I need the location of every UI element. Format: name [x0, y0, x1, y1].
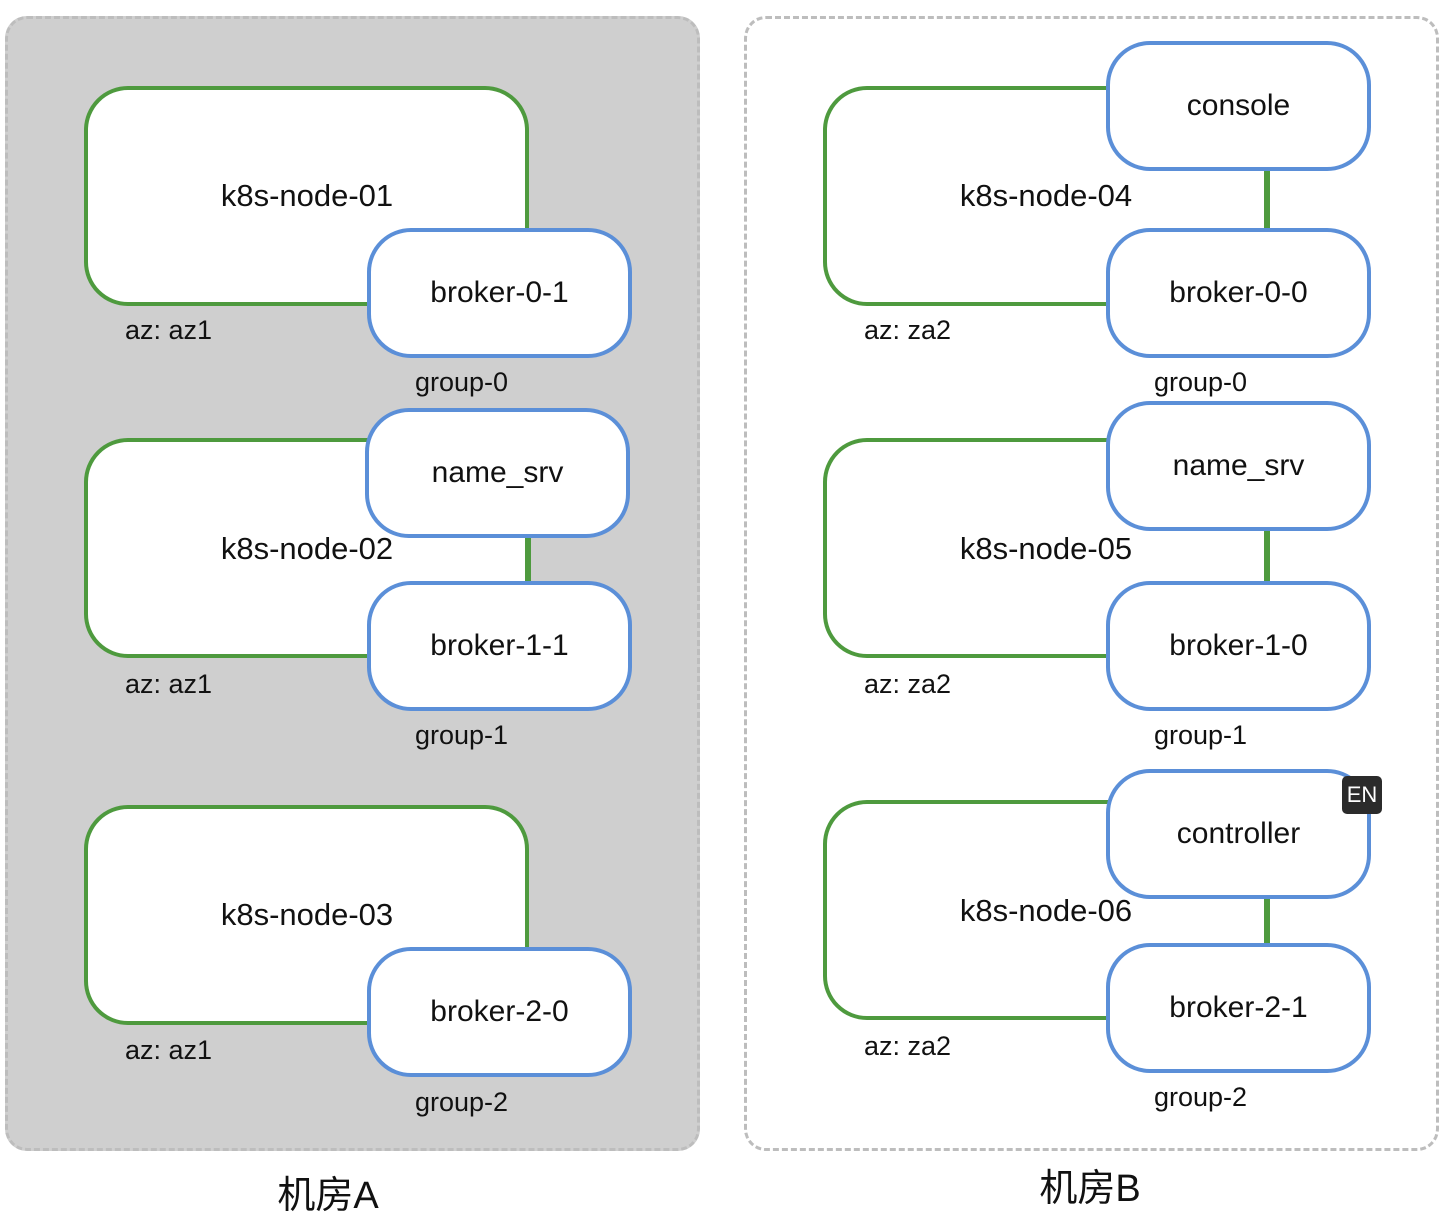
pod-box: broker-0-0	[1106, 228, 1371, 358]
group-label: group-2	[1154, 1082, 1248, 1112]
group-label: group-1	[1154, 720, 1248, 750]
k8s-node-label: k8s-node-04	[959, 178, 1133, 213]
pod-box: console	[1106, 41, 1371, 171]
machine-room-a-label: 机房A	[277, 1175, 379, 1217]
group-label: group-2	[415, 1087, 509, 1117]
pod-link-line	[1266, 170, 1270, 230]
az-label: az: az1	[125, 1035, 213, 1065]
machine-room-b-label: 机房B	[1039, 1168, 1141, 1210]
az-label: az: az1	[125, 669, 213, 699]
az-label: az: za2	[864, 315, 952, 345]
k8s-node-label: k8s-node-05	[959, 531, 1133, 566]
pod-link-line	[1266, 898, 1270, 944]
pod-link-line	[527, 538, 531, 582]
pod-link-line	[1266, 530, 1270, 582]
input-method-badge[interactable]: EN	[1342, 776, 1382, 814]
pod-box: name_srv	[1106, 401, 1371, 531]
k8s-node-label: k8s-node-01	[220, 178, 394, 213]
pod-box: broker-1-0	[1106, 581, 1371, 711]
pod-box: name_srv	[365, 408, 630, 538]
group-label: group-1	[415, 720, 509, 750]
pod-box: broker-0-1	[367, 228, 632, 358]
k8s-node-label: k8s-node-02	[220, 531, 394, 566]
pod-box: broker-1-1	[367, 581, 632, 711]
k8s-node-label: k8s-node-03	[220, 897, 394, 932]
az-label: az: az1	[125, 315, 213, 345]
pod-box: broker-2-1	[1106, 943, 1371, 1073]
az-label: az: za2	[864, 1031, 952, 1061]
az-label: az: za2	[864, 669, 952, 699]
k8s-node-label: k8s-node-06	[959, 893, 1133, 928]
pod-box: broker-2-0	[367, 947, 632, 1077]
group-label: group-0	[1154, 367, 1248, 397]
group-label: group-0	[415, 367, 509, 397]
pod-box: controller	[1106, 769, 1371, 899]
